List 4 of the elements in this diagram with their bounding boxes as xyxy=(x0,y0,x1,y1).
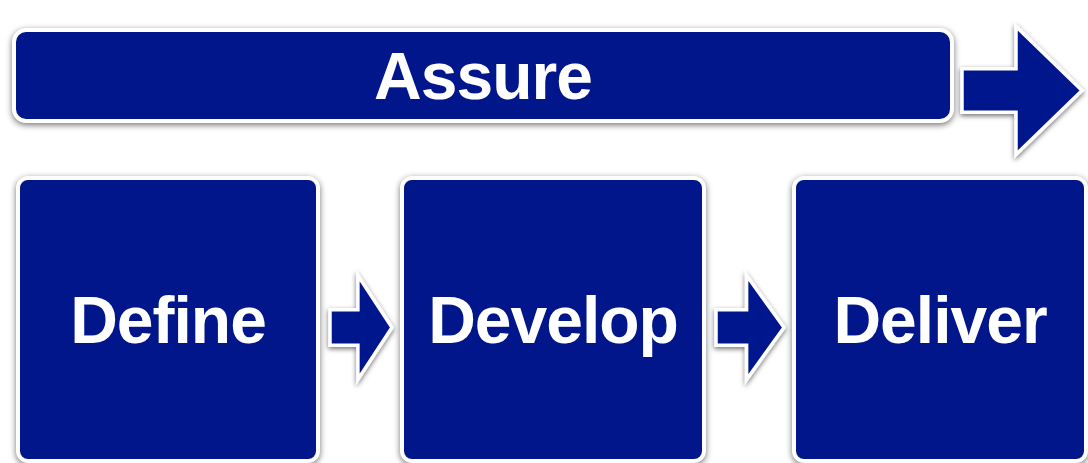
node-label: Deliver xyxy=(833,281,1047,358)
node-label: Develop xyxy=(428,281,678,358)
node-label: Define xyxy=(70,281,266,358)
node-label: Assure xyxy=(374,37,592,114)
